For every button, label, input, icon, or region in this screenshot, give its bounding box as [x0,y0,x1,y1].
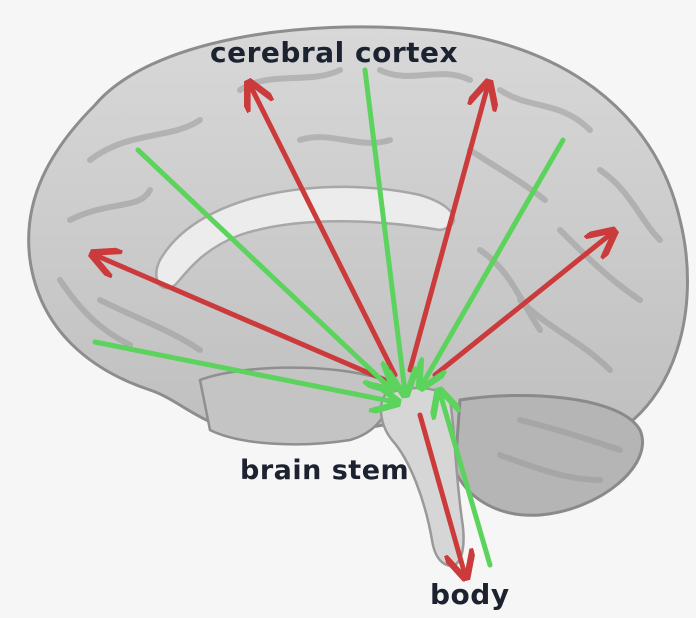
body-label: body [430,578,510,611]
cerebellum-shape [455,395,642,515]
temporal-lobe-shape [200,368,389,445]
brain-stem-label: brain stem [240,455,409,486]
cerebral-cortex-label: cerebral cortex [210,36,458,69]
